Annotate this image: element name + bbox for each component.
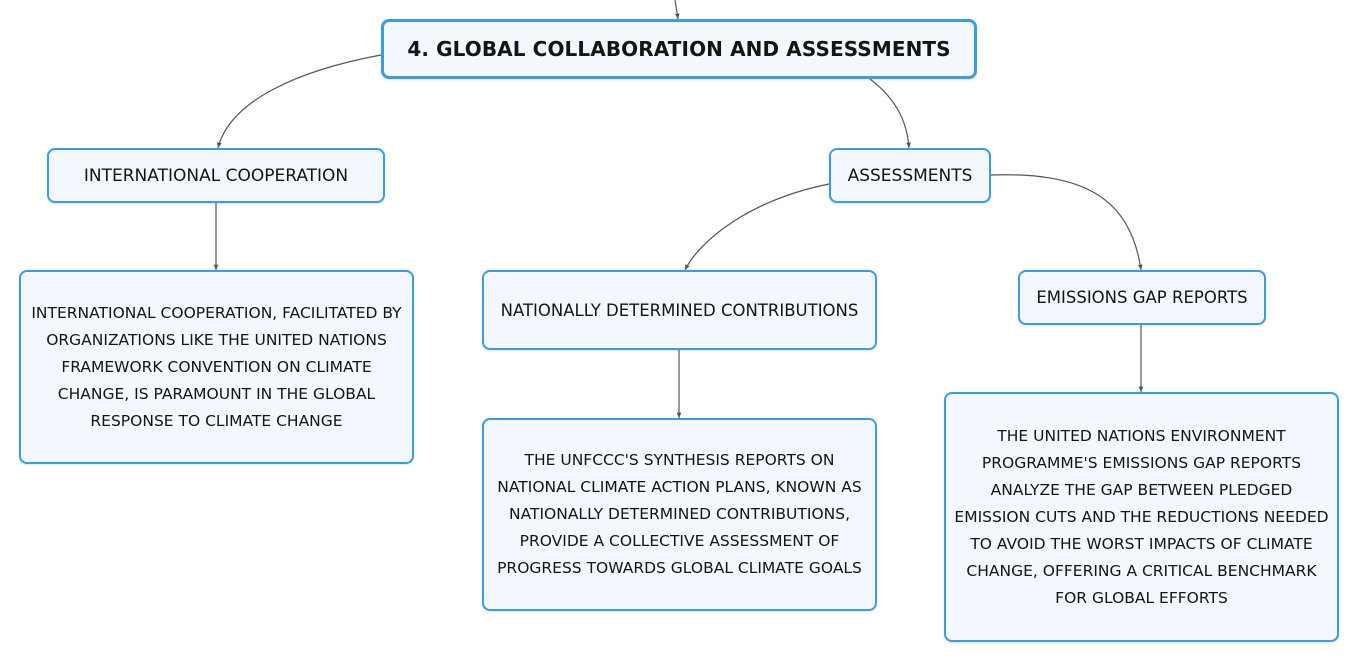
connector-root-to-assessments	[869, 78, 912, 149]
emissions-gap-reports-label: EMISSIONS GAP REPORTS	[1036, 288, 1248, 307]
root-topic-node[interactable]: 4. GLOBAL COLLABORATION AND ASSESSMENTS	[381, 19, 977, 79]
emissions-gap-reports-description-node[interactable]: THE UNITED NATIONS ENVIRONMENT PROGRAMME…	[944, 392, 1339, 642]
connector-root-to-international-cooperation	[216, 54, 382, 149]
ndc-description: THE UNFCCC'S SYNTHESIS REPORTS ON NATION…	[497, 451, 862, 577]
root-topic-label: 4. GLOBAL COLLABORATION AND ASSESSMENTS	[407, 37, 951, 61]
connector-parent-to-root	[674, 0, 680, 20]
ndc-label: NATIONALLY DETERMINED CONTRIBUTIONS	[500, 300, 859, 320]
ndc-node[interactable]: NATIONALLY DETERMINED CONTRIBUTIONS	[482, 270, 877, 350]
emissions-gap-reports-node[interactable]: EMISSIONS GAP REPORTS	[1018, 270, 1266, 325]
connector-assessments-to-emissions-gap	[990, 174, 1143, 271]
international-cooperation-description-node[interactable]: INTERNATIONAL COOPERATION, FACILITATED B…	[19, 270, 414, 464]
ndc-description-node[interactable]: THE UNFCCC'S SYNTHESIS REPORTS ON NATION…	[482, 418, 877, 611]
assessments-node[interactable]: ASSESSMENTS	[829, 148, 991, 203]
assessments-label: ASSESSMENTS	[847, 165, 973, 186]
connector-assessments-to-ndc	[684, 183, 830, 271]
international-cooperation-label: INTERNATIONAL COOPERATION	[83, 165, 349, 186]
emissions-gap-reports-description: THE UNITED NATIONS ENVIRONMENT PROGRAMME…	[954, 426, 1329, 607]
international-cooperation-description: INTERNATIONAL COOPERATION, FACILITATED B…	[31, 303, 402, 430]
international-cooperation-node[interactable]: INTERNATIONAL COOPERATION	[47, 148, 385, 203]
